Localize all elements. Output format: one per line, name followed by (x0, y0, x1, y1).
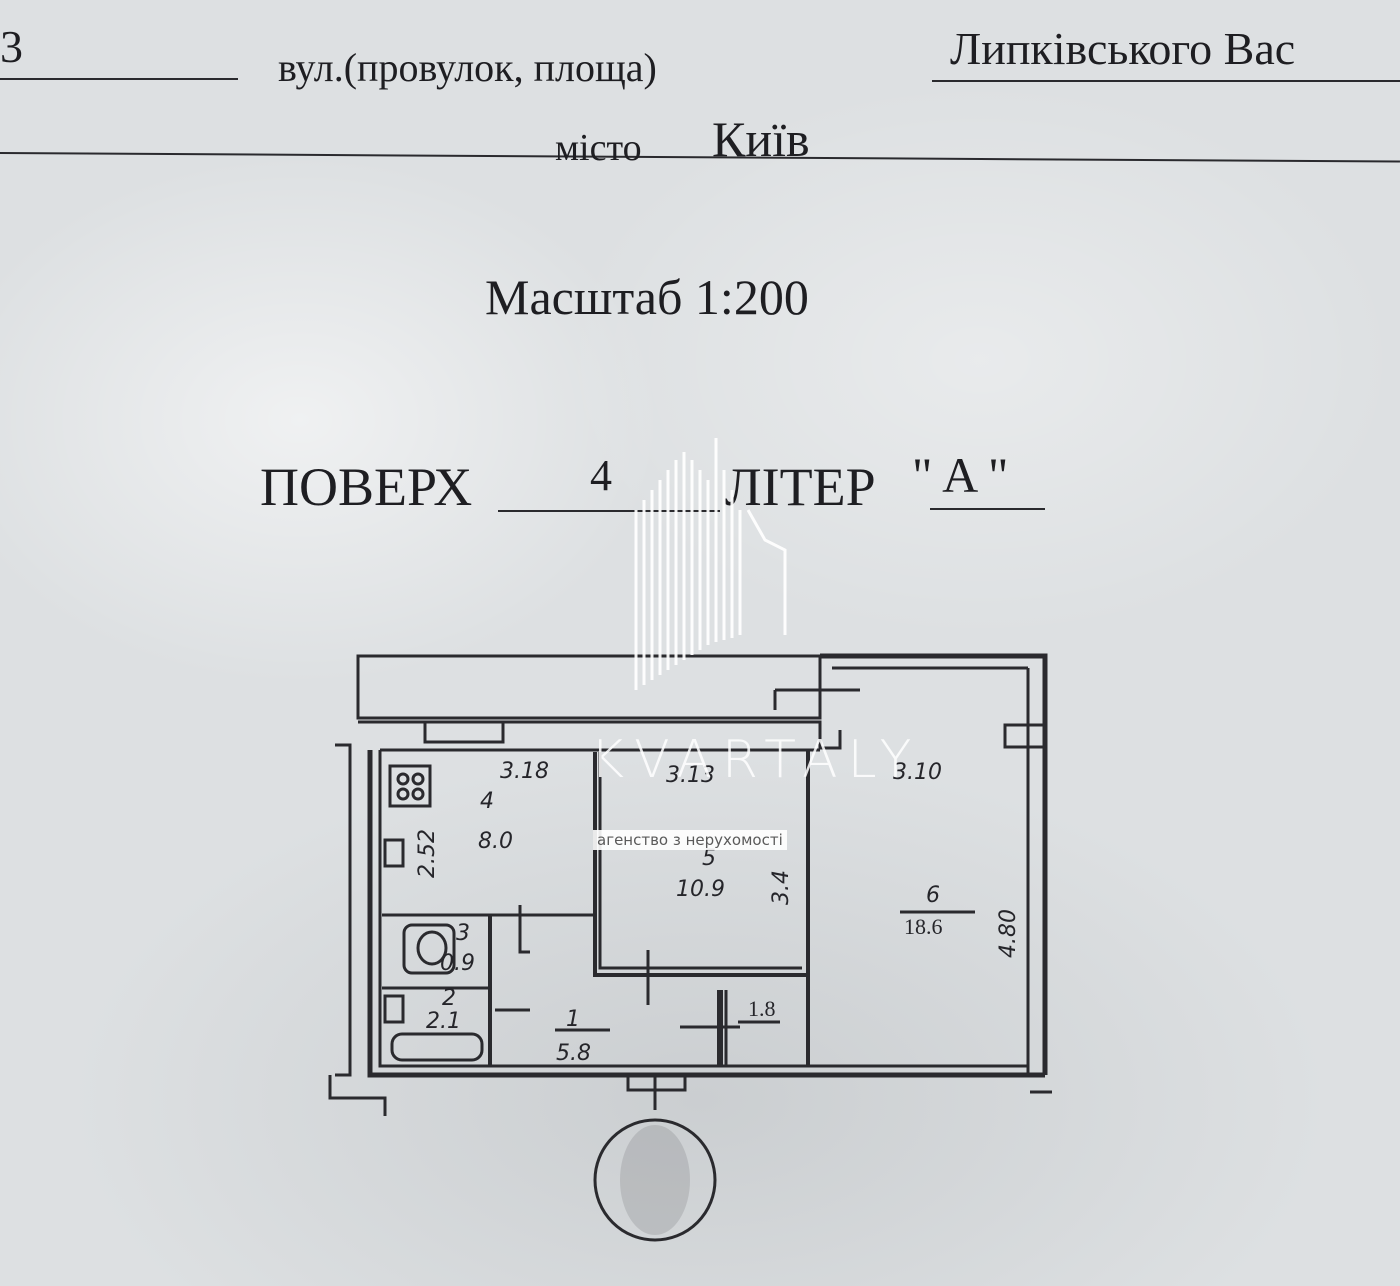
street-name-underline (932, 80, 1400, 82)
kvartaly-logo-icon (634, 438, 787, 690)
dim-room6-width: 3.10 (893, 760, 942, 785)
dim-kitchen-width: 3.18 (500, 759, 549, 784)
street-number-fragment: 3 (0, 21, 23, 72)
dim-room5-width: 3.13 (666, 763, 715, 788)
room2-number: 2 (442, 986, 456, 1011)
room3-area: 0.9 (440, 951, 475, 976)
room1-area: 5.8 (556, 1041, 591, 1066)
city-label: місто (555, 127, 642, 169)
room4-number: 4 (480, 789, 494, 814)
balcony (356, 654, 822, 720)
floor-label: ПОВЕРХ (260, 457, 473, 517)
litera-value: " A " (912, 447, 1009, 503)
street-value: Липківського Вас (950, 23, 1296, 74)
watermark-subtitle: агенство з нерухомості (593, 830, 787, 850)
city-value: Київ (712, 111, 810, 167)
scale-label: Масштаб 1:200 (485, 269, 809, 325)
room5-number: 5 (702, 846, 716, 871)
street-caption: вул.(провулок, площа) (278, 45, 657, 90)
room3-number: 3 (456, 921, 470, 946)
floor-underline (498, 510, 720, 512)
floor-value: 4 (590, 451, 612, 500)
dim-room6-height: 4.80 (996, 909, 1021, 958)
dim-room5-height: 3.4 (769, 870, 794, 905)
room5-area: 10.9 (676, 877, 725, 902)
room2-area: 2.1 (426, 1009, 461, 1034)
litera-underline (930, 508, 1045, 510)
watermark-brand: KVARTALY (590, 730, 922, 790)
room6-number: 6 (926, 883, 940, 908)
orientation-blur (620, 1125, 690, 1235)
room1-number: 1 (566, 1007, 580, 1032)
street-number-underline (0, 78, 238, 80)
dim-hall: 1.8 (748, 996, 776, 1021)
orientation-circle (593, 1118, 717, 1242)
dim-kitchen-height: 2.52 (415, 829, 440, 878)
room4-area: 8.0 (478, 829, 513, 854)
litera-label: ЛІТЕР (725, 457, 876, 517)
room6-area: 18.6 (904, 914, 943, 939)
